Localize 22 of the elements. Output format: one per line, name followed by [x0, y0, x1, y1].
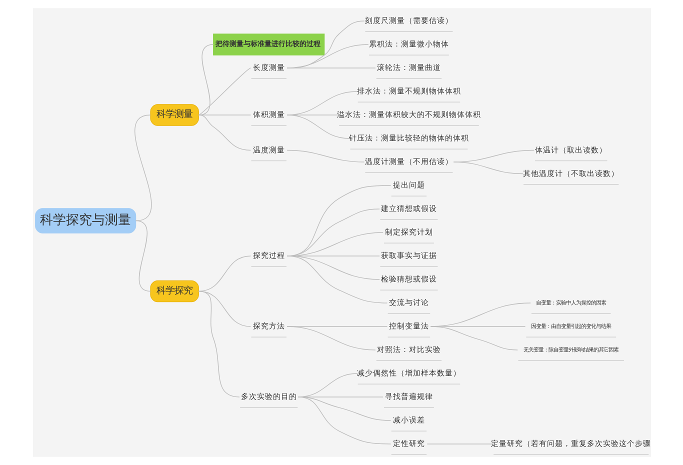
connector [198, 256, 250, 292]
connector [286, 326, 376, 350]
connector [198, 114, 250, 151]
connector [297, 396, 391, 444]
connector [286, 256, 380, 280]
connector [452, 162, 523, 174]
connector [286, 114, 350, 139]
connector [198, 290, 250, 327]
node-box: 科学探究与测量 [34, 208, 136, 234]
node-box: 科学探究 [150, 280, 198, 302]
connector [286, 150, 364, 162]
connector [198, 68, 250, 116]
connector [297, 396, 391, 421]
connector [198, 114, 250, 116]
connector [286, 256, 388, 304]
connector [286, 91, 358, 116]
connector [134, 220, 150, 292]
node-box: 科学测量 [150, 104, 198, 126]
connector [198, 290, 240, 398]
connector [134, 114, 152, 222]
connector [430, 326, 518, 350]
connector [286, 114, 339, 116]
